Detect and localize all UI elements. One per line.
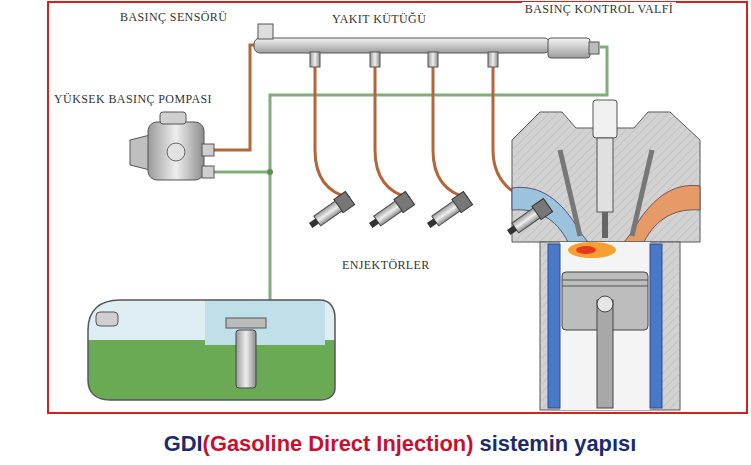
high-pressure-pump (130, 112, 214, 180)
cylinder-liner (548, 244, 560, 408)
injector-line (433, 66, 468, 198)
pump-outlet (202, 144, 214, 156)
pump-detail (167, 143, 185, 161)
junction (267, 169, 273, 175)
part-label: ENJEKTÖRLER (340, 258, 432, 273)
pressure-sensor (258, 24, 273, 39)
rail-stub (370, 52, 380, 67)
injector (306, 191, 354, 232)
filler-cap (96, 312, 118, 326)
exhaust-valve (632, 150, 652, 236)
cylinder-block (540, 242, 680, 410)
part-label: YAKIT KÜTÜĞÜ (330, 12, 428, 27)
intake-valve (560, 150, 580, 236)
frame (48, 2, 747, 413)
part-label: YÜKSEK BASINÇ POMPASI (52, 92, 214, 107)
fuel-tank (80, 300, 340, 410)
combustion-core (576, 246, 596, 254)
fuel-rail (254, 24, 599, 67)
cylinder-bore (560, 242, 650, 410)
combustion-flame (568, 242, 616, 258)
pump-top (160, 112, 186, 124)
injector (424, 191, 472, 232)
piston-ring (562, 280, 648, 281)
rail-stub (428, 52, 438, 67)
piston-ring (562, 286, 648, 287)
injector (504, 198, 552, 239)
caption-text: GDI(Gasoline Direct Injection) sistemin … (50, 430, 750, 458)
in-tank-pump (236, 330, 256, 388)
tank-air (80, 300, 340, 410)
pump-body (148, 122, 204, 180)
rail-stub (488, 52, 498, 67)
connecting-rod (597, 300, 613, 408)
tank-outline (88, 300, 335, 400)
injector-tip (309, 218, 319, 228)
injector-tip (369, 218, 379, 228)
cylinder-liner (650, 244, 662, 408)
part-label: BASINÇ KONTROL VALFİ (522, 2, 676, 17)
spark-plug-top (593, 100, 617, 138)
pump-to-rail (212, 45, 256, 150)
injector-tip (507, 225, 517, 235)
piston-pin (597, 296, 613, 312)
block-hatch (540, 242, 680, 410)
injector-line (315, 66, 350, 198)
injectors (306, 191, 472, 232)
spark-plug-body (597, 138, 613, 212)
injector-tip (427, 218, 437, 228)
high-pressure-line (212, 45, 548, 205)
pump-mount (226, 318, 266, 328)
rail-body (254, 38, 550, 53)
pump-inlet (202, 166, 214, 178)
pump-flange (130, 135, 150, 170)
rail-stub (310, 52, 320, 67)
injector (366, 191, 414, 232)
feed-line (212, 171, 270, 174)
engine-section (504, 100, 700, 410)
spark-plug-tip (602, 212, 608, 238)
part-label: BASINÇ SENSÖRÜ (118, 10, 229, 25)
valve-cap (589, 42, 599, 54)
injector-line (375, 66, 410, 198)
tank-chamber (205, 300, 325, 345)
pressure-control-valve (548, 38, 590, 58)
